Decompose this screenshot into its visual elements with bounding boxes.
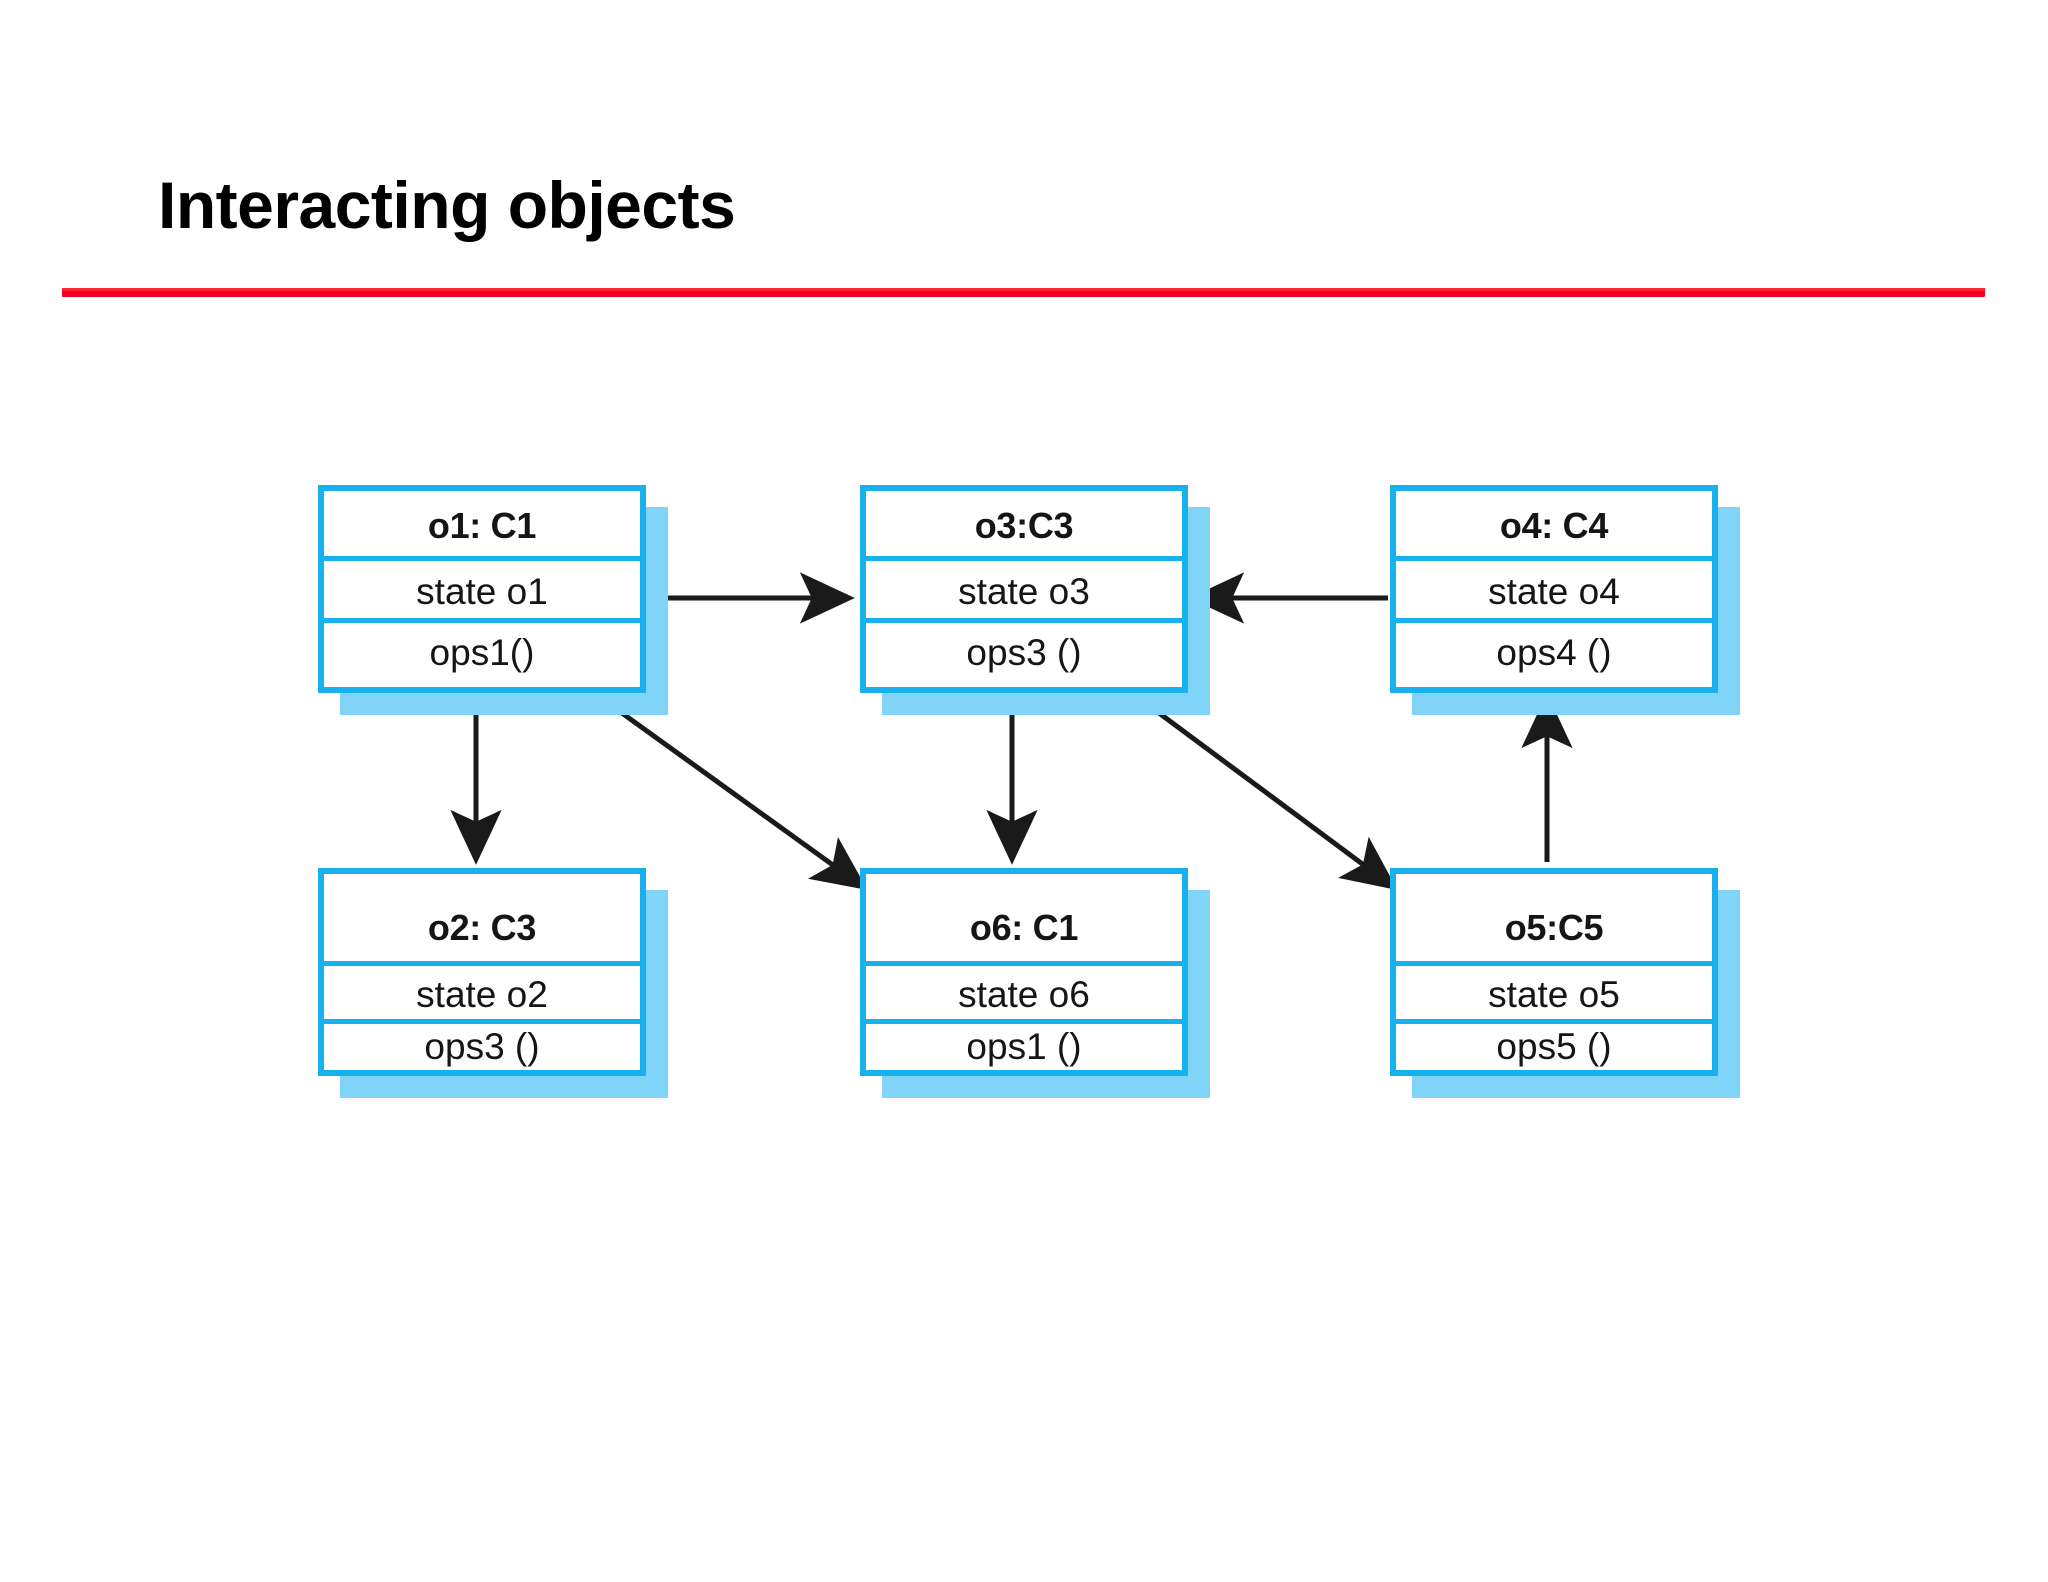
object-node-o1[interactable]: o1: C1 state o1 ops1() xyxy=(318,485,668,715)
object-state-label: state o2 xyxy=(324,966,640,1024)
object-name-label: o5:C5 xyxy=(1396,874,1712,966)
object-node-frame: o2: C3 state o2 ops3 () xyxy=(318,868,646,1076)
title-divider-rule xyxy=(62,288,1985,297)
object-name-label: o2: C3 xyxy=(324,874,640,966)
object-operations-label: ops3 () xyxy=(424,1026,540,1067)
object-name-label: o4: C4 xyxy=(1396,491,1712,561)
object-node-frame: o6: C1 state o6 ops1 () xyxy=(860,868,1188,1076)
object-state-label: state o6 xyxy=(866,966,1182,1024)
object-node-o3[interactable]: o3:C3 state o3 ops3 () xyxy=(860,485,1210,715)
object-node-frame: o4: C4 state o4 ops4 () xyxy=(1390,485,1718,693)
object-state-label: state o5 xyxy=(1396,966,1712,1024)
object-node-o2[interactable]: o2: C3 state o2 ops3 () xyxy=(318,868,668,1098)
object-operations-label: ops1() xyxy=(429,632,535,673)
edge-o3-to-o5 xyxy=(1126,687,1398,891)
object-name-label: o3:C3 xyxy=(866,491,1182,561)
object-state-label: state o1 xyxy=(324,561,640,623)
page-title: Interacting objects xyxy=(158,168,736,242)
object-operations-label: ops5 () xyxy=(1496,1026,1612,1067)
object-state-label: state o4 xyxy=(1396,561,1712,623)
object-node-o6[interactable]: o6: C1 state o6 ops1 () xyxy=(860,868,1210,1098)
object-node-frame: o5:C5 state o5 ops5 () xyxy=(1390,868,1718,1076)
object-node-frame: o1: C1 state o1 ops1() xyxy=(318,485,646,693)
title-divider-highlight xyxy=(62,288,1985,291)
object-node-frame: o3:C3 state o3 ops3 () xyxy=(860,485,1188,693)
object-operations-label: ops3 () xyxy=(966,632,1082,673)
object-node-o4[interactable]: o4: C4 state o4 ops4 () xyxy=(1390,485,1740,715)
object-node-o5[interactable]: o5:C5 state o5 ops5 () xyxy=(1390,868,1740,1098)
object-name-label: o1: C1 xyxy=(324,491,640,561)
object-state-label: state o3 xyxy=(866,561,1182,623)
edge-o1-to-o6 xyxy=(588,687,868,891)
object-name-label: o6: C1 xyxy=(866,874,1182,966)
object-operations-label: ops4 () xyxy=(1496,632,1612,673)
object-operations-label: ops1 () xyxy=(966,1026,1082,1067)
